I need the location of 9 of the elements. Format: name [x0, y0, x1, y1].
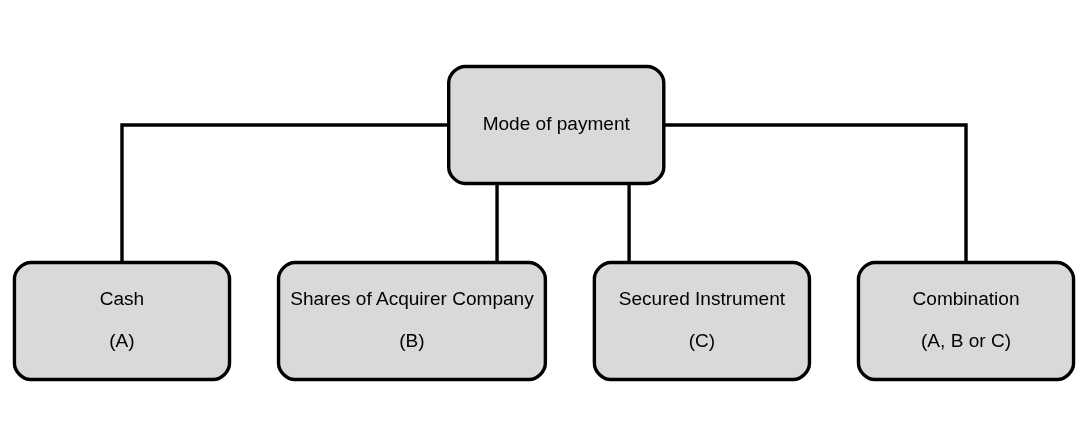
connector	[495, 183, 499, 262]
node-box: Cash (A)	[12, 260, 232, 381]
node-box: Secured Instrument (C)	[592, 260, 812, 381]
connector	[627, 183, 631, 262]
connector	[120, 122, 449, 262]
node-box: Mode of payment	[447, 64, 666, 185]
node-box: Shares of Acquirer Company (B)	[276, 260, 548, 381]
node-box: Combination (A, B or C)	[856, 260, 1076, 381]
connector	[663, 122, 968, 262]
